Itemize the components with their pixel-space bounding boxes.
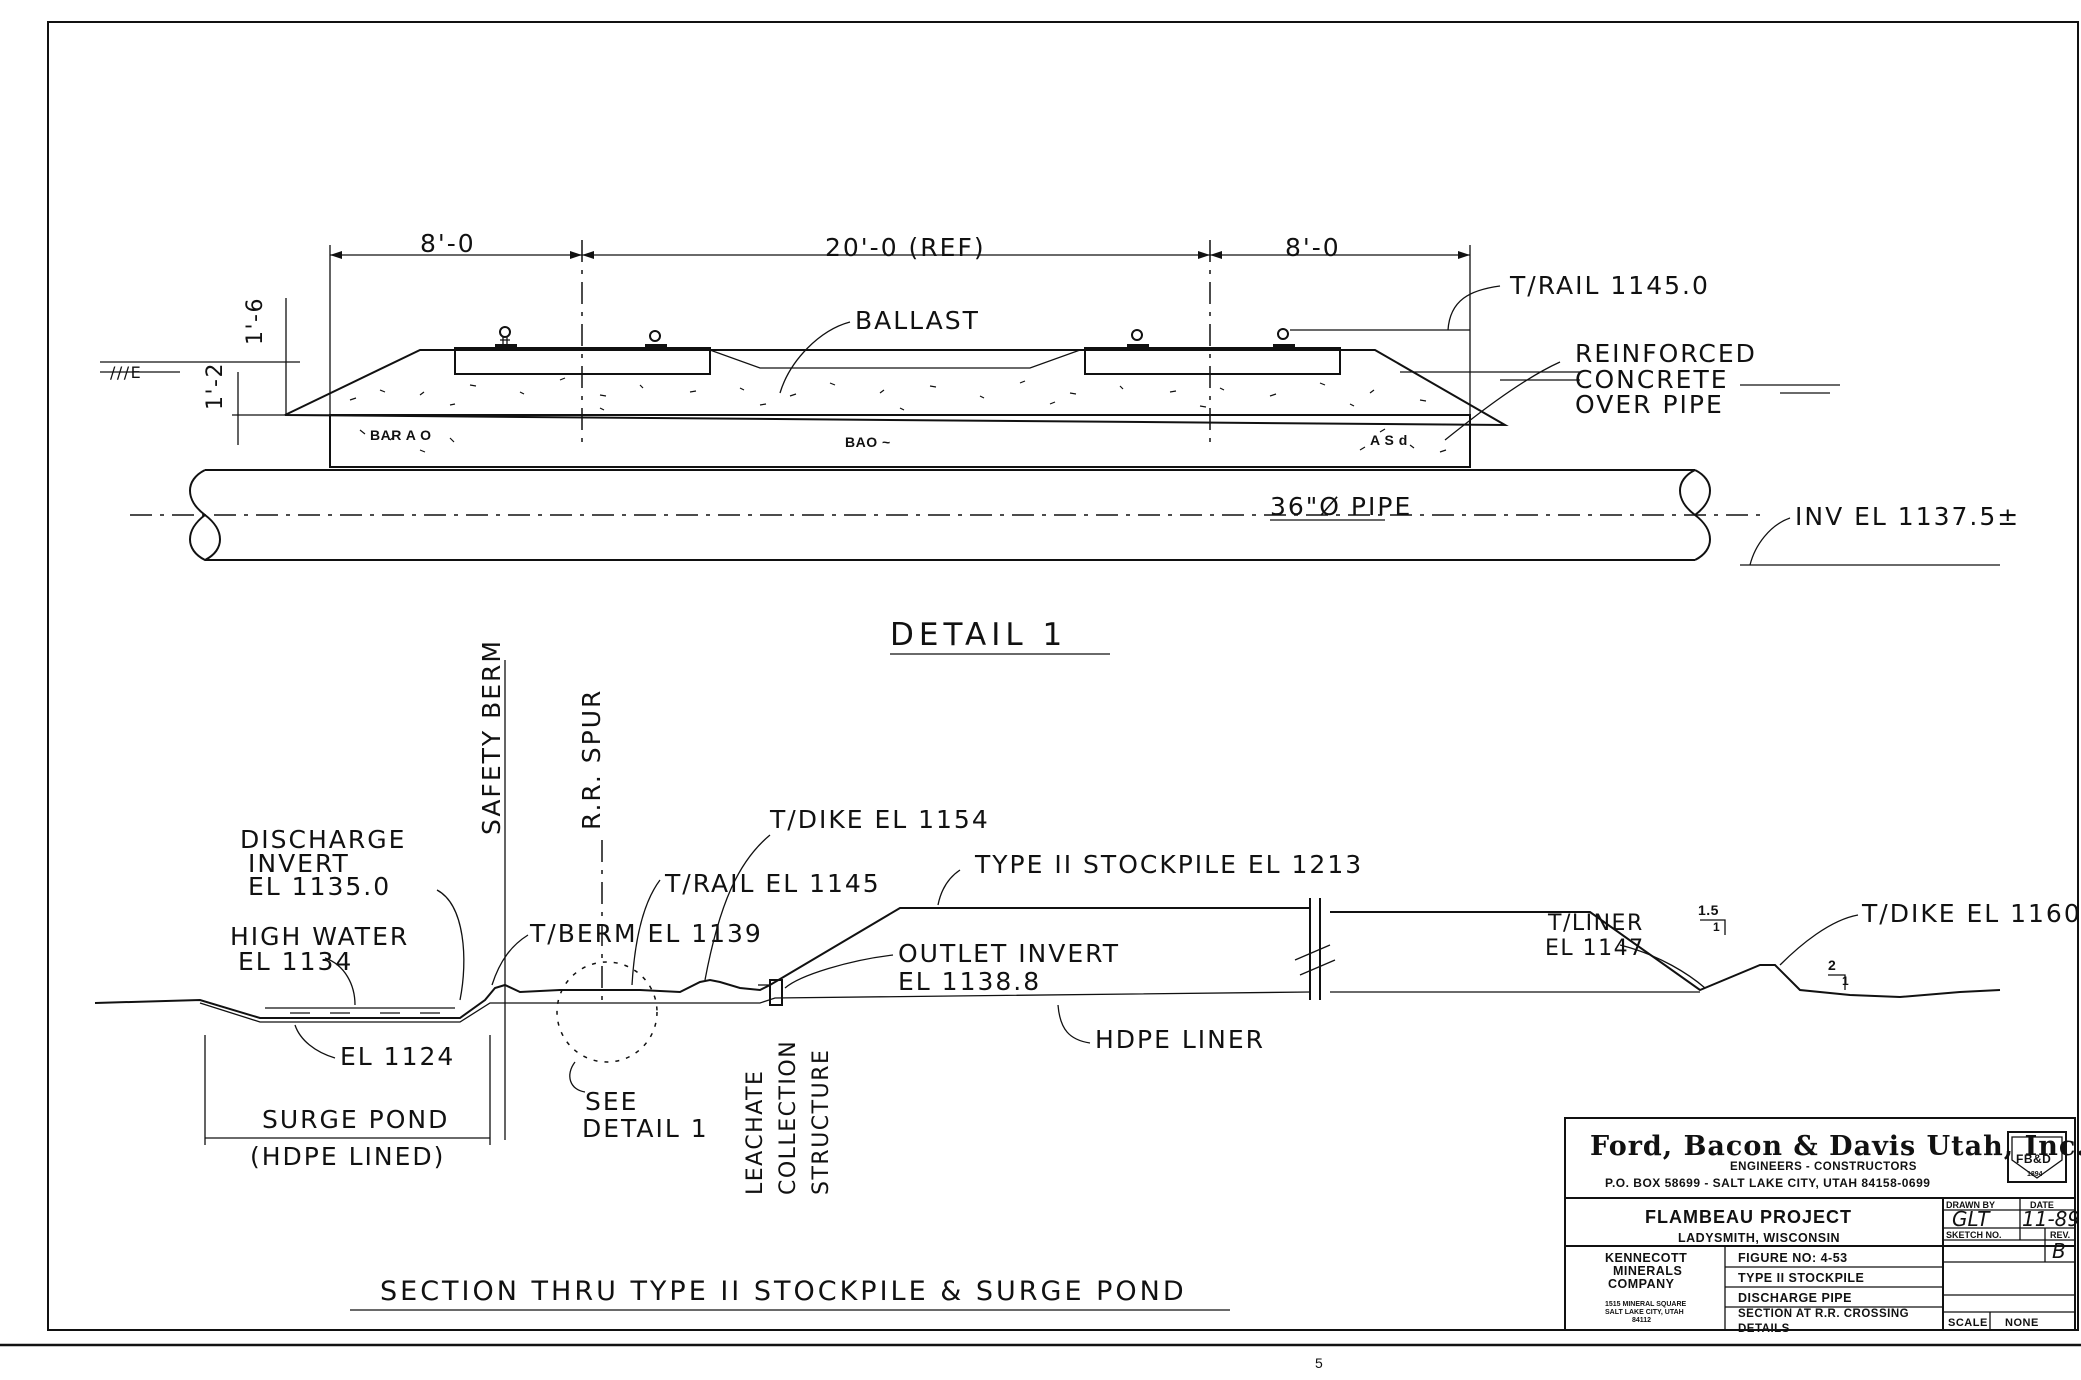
label-leachate-1: LEACHATE [743,1070,768,1195]
tb-scale: NONE [2005,1317,2039,1329]
label-outlet-1: OUTLET INVERT [898,939,1120,968]
label-see-detail-1: SEE [585,1087,638,1116]
tb-rev-label: REV. [2050,1230,2070,1240]
pipe-36 [205,469,1695,561]
fbd-logo: FB&D 1894 [2007,1131,2067,1183]
label-reinforced-1: REINFORCED [1575,339,1757,368]
label-pipe: 36"Ø PIPE [1270,492,1412,521]
label-type2-stockpile: TYPE II STOCKPILE EL 1213 [974,850,1363,879]
label-el-1124: EL 1124 [340,1042,455,1071]
svg-text:A S d: A S d [1370,432,1408,448]
tb-address: P.O. BOX 58699 - SALT LAKE CITY, UTAH 84… [1605,1176,1930,1190]
svg-text:1894: 1894 [2027,1171,2043,1178]
title-block: Ford, Bacon & Davis Utah, Inc. ENGINEERS… [1564,1117,2081,1335]
label-slope-1b: 1 [1713,920,1720,934]
page-number: 5 [1315,1355,1323,1371]
tb-tagline: ENGINEERS - CONSTRUCTORS [1730,1161,1917,1173]
tie-left [454,347,711,375]
tb-client-2: MINERALS [1613,1264,1682,1278]
dim-left: 8'-0 [420,229,476,258]
sheet-border [47,21,2079,1331]
dim-vert-lower: 1'-2 [203,362,228,410]
label-surge-pond: SURGE POND [262,1105,449,1134]
rail-icons [495,326,1295,348]
label-rr-spur: R.R. SPUR [577,689,606,830]
label-t-liner-1: T/LINER [1547,911,1644,936]
label-reinforced-2: CONCRETE [1575,365,1729,394]
tb-client-addr-1: 1515 MINERAL SQUARE [1605,1301,1687,1308]
label-slope-2: 2 [1828,957,1836,973]
detail-1-callout-circle [556,961,658,1063]
dim-center: 20'-0 (REF) [825,233,986,262]
tb-rev: B [2052,1239,2066,1263]
tb-figure: FIGURE NO: 4-53 [1738,1251,1848,1265]
tb-location: LADYSMITH, WISCONSIN [1678,1231,1840,1245]
label-discharge-3: EL 1135.0 [248,872,391,901]
tb-client-addr-2: SALT LAKE CITY, UTAH [1605,1309,1684,1316]
label-t-dike-1154: T/DIKE EL 1154 [769,805,990,834]
tb-client-3: COMPANY [1608,1277,1675,1291]
ground-profile [94,907,2001,1019]
label-reinforced-3: OVER PIPE [1575,390,1724,419]
label-high-water-2: EL 1134 [238,947,353,976]
label-leachate-2: COLLECTION [776,1040,801,1195]
label-safety-berm: SAFETY BERM [477,639,506,835]
label-hdpe-lined: (HDPE LINED) [250,1142,445,1171]
detail-1: 8'-0 20'-0 (REF) 8'-0 1'-6 1'-2 ///E [100,229,2020,655]
label-t-liner-2: EL 1147 [1545,936,1645,961]
svg-text:///E: ///E [110,363,142,382]
concrete-slab [329,414,1471,468]
label-t-berm: T/BERM EL 1139 [529,919,763,948]
label-discharge-2: INVERT [248,849,350,878]
ballast-prism [284,349,1509,427]
label-slope-1: 1.5 [1698,902,1719,918]
label-t-rail: T/RAIL 1145.0 [1509,271,1710,300]
tb-date: 11-89 [2022,1207,2080,1231]
leachate-structure [769,979,783,1006]
tie-right [1084,347,1341,375]
tb-line-2: DISCHARGE PIPE [1738,1291,1852,1305]
tb-sketch-label: SKETCH NO. [1946,1230,2002,1240]
label-t-dike-1160: T/DIKE EL 1160 [1861,899,2081,928]
tb-line-4: DETAILS [1738,1323,1790,1335]
tb-client-addr-3: 84112 [1632,1317,1651,1324]
section-title: SECTION THRU TYPE II STOCKPILE & SURGE P… [380,1276,1187,1307]
label-see-detail-2: DETAIL 1 [582,1114,709,1143]
tb-client-1: KENNECOTT [1605,1251,1687,1265]
tb-date-label: DATE [2030,1200,2054,1210]
label-outlet-2: EL 1138.8 [898,967,1041,996]
section-view: SAFETY BERM R.R. SPUR T/DIKE EL 1154 DIS… [94,639,2081,1311]
ballast-stipple [349,377,1447,453]
label-hdpe-liner: HDPE LINER [1095,1025,1265,1054]
label-ballast: BALLAST [855,306,980,335]
label-t-rail-1145: T/RAIL EL 1145 [664,869,881,898]
tb-drawn-by-label: DRAWN BY [1946,1200,1995,1210]
label-leachate-3: STRUCTURE [809,1049,834,1195]
tb-project: FLAMBEAU PROJECT [1645,1207,1852,1227]
dim-right: 8'-0 [1285,233,1341,262]
svg-text:BAR A O: BAR A O [370,427,432,443]
dim-vert-upper: 1'-6 [243,297,268,345]
svg-text:FB&D: FB&D [2016,1152,2051,1166]
tb-line-3: SECTION AT R.R. CROSSING [1738,1308,1909,1320]
tb-drawn-by: GLT [1952,1207,1991,1231]
svg-text:BAO ~: BAO ~ [845,434,891,450]
label-high-water-1: HIGH WATER [230,922,409,951]
detail-1-title: DETAIL 1 [890,617,1067,653]
tb-scale-label: SCALE [1948,1317,1988,1329]
tb-line-1: TYPE II STOCKPILE [1738,1271,1864,1285]
label-inv: INV EL 1137.5± [1795,502,2020,531]
label-discharge-1: DISCHARGE [240,825,406,854]
tb-company: Ford, Bacon & Davis Utah, Inc. [1590,1131,2081,1162]
